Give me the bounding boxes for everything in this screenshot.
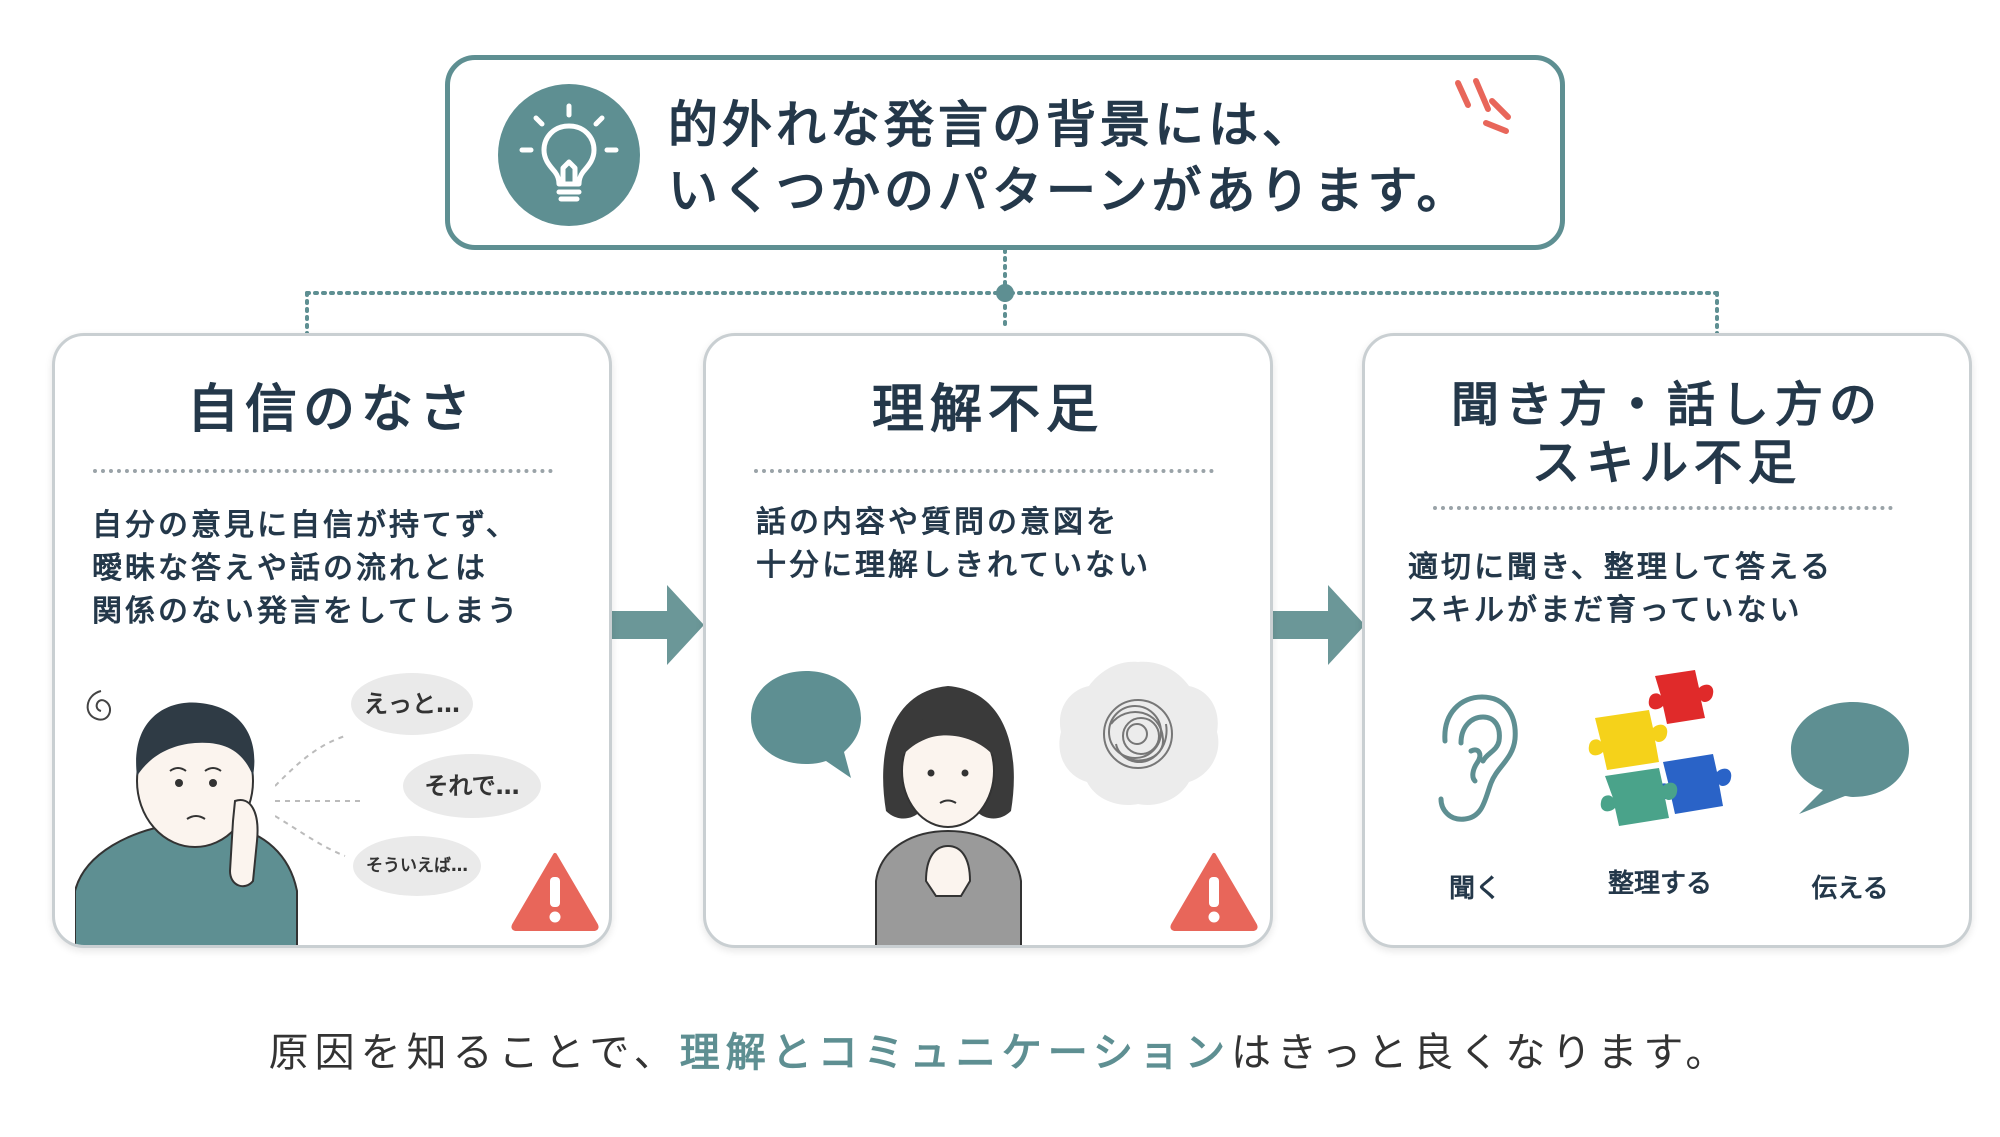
tangled-thought-icon — [1059, 661, 1219, 806]
header-title: 的外れな発言の背景には、 いくつかのパターンがあります。 — [668, 92, 1471, 224]
speech-bubble: それで… — [403, 754, 541, 818]
puzzle-icon — [1588, 670, 1732, 826]
footer-text-before: 原因を知ることで、 — [268, 1030, 680, 1076]
arrow-right-icon — [1273, 585, 1365, 665]
card-description: 話の内容や質問の意図を 十分に理解しきれていない — [756, 501, 1151, 587]
speech-bubble-icon — [751, 671, 861, 778]
speech-bubble: そういえば… — [353, 836, 481, 896]
worried-man-illustration — [75, 690, 298, 945]
card-title-line: スキル不足 — [1531, 435, 1802, 491]
card-lack-of-understanding: 理解不足 話の内容や質問の意図を 十分に理解しきれていない — [703, 333, 1273, 948]
desc-line: 曖昧な答えや話の流れとは — [92, 551, 488, 586]
card-title: 理解不足 — [871, 380, 1104, 440]
divider — [754, 469, 1214, 473]
connector-lines — [305, 248, 1719, 337]
desc-line: 適切に聞き、整理して答える — [1408, 550, 1834, 585]
ear-icon — [1438, 694, 1518, 822]
arrow-right-icon — [612, 585, 704, 665]
troubled-woman-illustration — [875, 686, 1022, 945]
desc-line: 関係のない発言をしてしまう — [92, 594, 521, 629]
warning-icon — [511, 853, 599, 931]
footer-message: 原因を知ることで、理解とコミュニケーションはきっと良くなります。 — [0, 1020, 2000, 1078]
desc-line: スキルがまだ育っていない — [1408, 593, 1803, 628]
icon-label-organize: 整理する — [1607, 869, 1712, 899]
footer-text-after: はきっと良くなります。 — [1231, 1030, 1732, 1076]
header-line-2: いくつかのパターンがあります。 — [668, 162, 1471, 220]
header-line-1: 的外れな発言の背景には、 — [668, 96, 1316, 154]
card-skill-shortage: 聞き方・話し方の スキル不足 適切に聞き、整理して答える スキルがまだ育っていな… — [1362, 333, 1972, 948]
warning-icon — [1170, 853, 1258, 931]
speech-bubble: えっと… — [351, 673, 473, 735]
card-description: 自分の意見に自信が持てず、 曖昧な答えや話の流れとは 関係のない発言をしてしまう — [92, 504, 520, 633]
lightbulb-icon — [498, 84, 640, 226]
icon-label-listen: 聞く — [1448, 874, 1501, 904]
card-title: 自信のなさ — [186, 380, 477, 440]
desc-line: 自分の意見に自信が持てず、 — [92, 508, 519, 543]
card-title: 聞き方・話し方の スキル不足 — [1365, 376, 1969, 492]
divider — [93, 469, 553, 473]
speech-bubble-icon — [1791, 702, 1909, 814]
thought-lines — [275, 735, 365, 857]
footer-highlight: 理解とコミュニケーション — [679, 1030, 1231, 1076]
card-title-line: 聞き方・話し方の — [1450, 377, 1883, 433]
card-lack-of-confidence: 自信のなさ 自分の意見に自信が持てず、 曖昧な答えや話の流れとは 関係のない発言… — [52, 333, 612, 948]
divider — [1433, 506, 1893, 510]
desc-line: 話の内容や質問の意図を — [756, 505, 1119, 540]
desc-line: 十分に理解しきれていない — [756, 548, 1152, 583]
emphasis-marks-icon — [1455, 78, 1511, 134]
card-description: 適切に聞き、整理して答える スキルがまだ育っていない — [1408, 546, 1833, 632]
icon-label-convey: 伝える — [1811, 874, 1889, 904]
